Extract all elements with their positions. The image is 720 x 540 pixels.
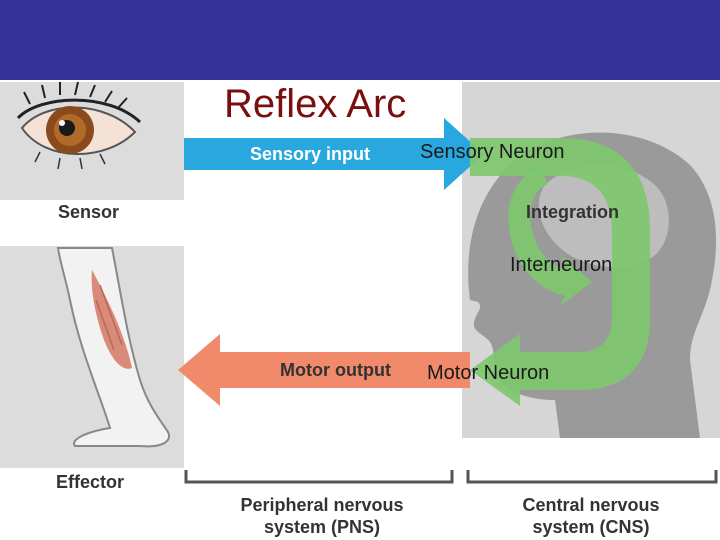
pns-label-line2: system (PNS) [263,517,381,537]
integration-label: Integration [526,202,619,222]
title-banner [0,0,720,80]
pns-label: Peripheral nervous system (PNS) [222,494,422,538]
interneuron-note: Interneuron [510,254,613,276]
motor-output-arrow [178,334,470,406]
sensor-label: Sensor [58,202,120,222]
interneuron-arrow [508,168,592,306]
cns-label-line2: system (CNS) [532,517,650,537]
motor-neuron-note: Motor Neuron [427,362,550,384]
motor-output-label: Motor output [280,360,391,380]
pns-bracket [184,470,454,484]
cns-bracket [466,470,718,484]
eye-icon [16,81,142,170]
pns-label-line1: Peripheral nervous [240,495,404,515]
sensory-input-arrow [184,118,484,190]
sensory-neuron-note: Sensory Neuron [420,141,565,163]
cns-label-line1: Central nervous [522,495,660,515]
cns-label: Central nervous system (CNS) [496,494,686,538]
leg-icon [56,247,170,448]
integration-loop-arrow [470,138,650,406]
sensory-input-label: Sensory input [250,144,371,164]
slide-title: Reflex Arc [224,82,407,126]
effector-label: Effector [56,472,125,492]
